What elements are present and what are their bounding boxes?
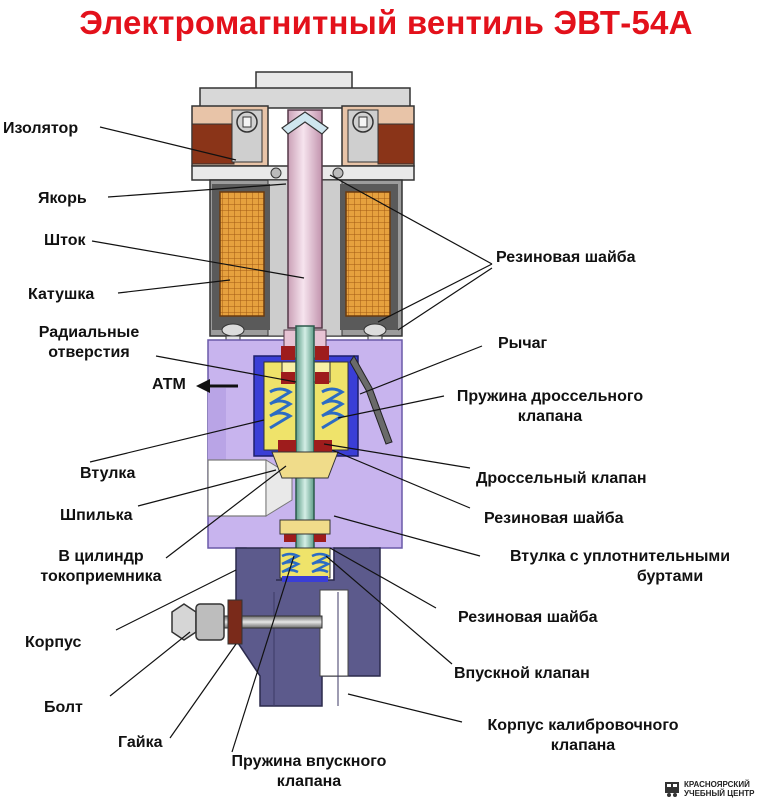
label-radial-holes-line1: Радиальные — [38, 324, 140, 341]
rubber-washers — [278, 346, 332, 542]
bolt — [171, 599, 323, 645]
label-bushing: Втулка — [80, 465, 136, 482]
label-body: Корпус — [25, 634, 82, 651]
throttle-spring — [269, 387, 345, 430]
label-rubber-washer-top: Резиновая шайба — [496, 249, 636, 266]
stem — [281, 109, 329, 359]
coil-left — [219, 191, 265, 317]
label-lever: Рычаг — [498, 335, 548, 352]
label-stud: Шпилька — [60, 507, 133, 524]
label-radial-holes-line2: отверстия — [48, 344, 130, 361]
logo-line2: УЧЕБНЫЙ ЦЕНТР — [684, 789, 755, 798]
label-inlet-spring-line2: клапана — [276, 773, 342, 790]
label-stem: Шток — [44, 232, 86, 249]
locomotive-icon — [665, 782, 679, 797]
label-throttle-spring: Пружина дроссельного клапана — [440, 387, 660, 427]
label-calibration-body: Корпус калибровочного клапана — [460, 716, 706, 756]
coil-winding — [219, 191, 391, 317]
logo-text: КРАСНОЯРСКИЙ УЧЕБНЫЙ ЦЕНТР — [684, 780, 754, 798]
training-center-logo: КРАСНОЯРСКИЙ УЧЕБНЫЙ ЦЕНТР — [664, 780, 768, 800]
label-throttle-spring-line2: клапана — [517, 408, 583, 425]
coil-right — [345, 191, 391, 317]
label-throttle-valve: Дроссельный клапан — [476, 470, 647, 487]
label-armature: Якорь — [38, 190, 87, 207]
label-sealing-bushing-line1: Втулка с уплотнительными — [509, 548, 731, 565]
label-bolt: Болт — [44, 699, 83, 716]
label-atm: АТМ — [152, 376, 186, 393]
label-sealing-bushing: Втулка с уплотнительными буртами — [480, 547, 760, 587]
label-to-cylinder-line2: токоприемника — [40, 568, 162, 585]
atm-arrow — [196, 379, 238, 393]
label-sealing-bushing-line2: буртами — [636, 568, 704, 585]
label-inlet-spring-line1: Пружина впускного — [231, 753, 387, 770]
label-nut: Гайка — [118, 734, 163, 751]
label-rubber-washer-low: Резиновая шайба — [458, 609, 598, 626]
leader-lines — [89, 126, 493, 753]
label-calibration-body-line2: клапана — [550, 737, 616, 754]
label-rubber-washer-mid: Резиновая шайба — [484, 510, 624, 527]
label-insulator: Изолятор — [3, 120, 79, 137]
top-cap — [199, 71, 411, 109]
lower-bushing — [271, 451, 339, 535]
logo-line1: КРАСНОЯРСКИЙ — [684, 780, 750, 789]
label-coil: Катушка — [28, 286, 95, 303]
label-throttle-spring-line1: Пружина дроссельного — [456, 388, 644, 405]
label-inlet-valve: Впускной клапан — [454, 665, 590, 682]
label-inlet-spring: Пружина впускного клапана — [204, 752, 414, 792]
label-to-cylinder-line1: В цилиндр — [58, 548, 144, 565]
page-title: Электромагнитный вентиль ЭВТ-54А — [79, 4, 693, 41]
label-calibration-body-line1: Корпус калибровочного — [487, 717, 679, 734]
label-to-cylinder: В цилиндр токоприемника — [20, 547, 182, 587]
label-radial-holes: Радиальные отверстия — [24, 323, 154, 363]
